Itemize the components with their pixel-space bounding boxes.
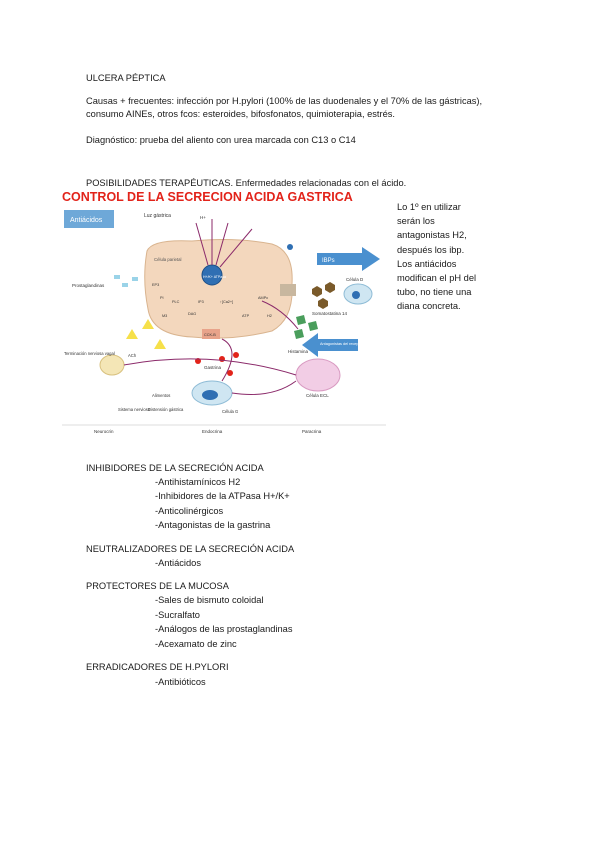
page-title: ULCERA PÉPTICA [86, 73, 166, 83]
ecl-cell-label: Célula ECL [306, 393, 329, 398]
diagnosis-text: Diagnóstico: prueba del aliento con urea… [86, 135, 356, 145]
antacids-label: Antiácidos [70, 217, 103, 224]
section-heading: ERRADICADORES DE H.PYLORI [86, 662, 229, 672]
svg-text:ATP: ATP [242, 314, 250, 318]
neurocrine-label: Neurocrin [94, 429, 114, 434]
cck-b-receptor [202, 329, 220, 339]
list-item: -Antiácidos [155, 558, 201, 568]
causes-line-1: Causas + frecuentes: infección por H.pyl… [86, 96, 483, 106]
somatostatin-marks [312, 282, 335, 309]
gastric-acid-control-diagram: CONTROL DE LA SECRECION ACIDA GASTRICA A… [62, 190, 386, 434]
signal-arrows [123, 300, 299, 395]
list-item: -Análogos de las prostaglandinas [155, 624, 293, 634]
ach-marks [126, 319, 166, 349]
list-item: -Anticolinérgicos [155, 506, 224, 516]
receptor-block [280, 284, 296, 296]
list-item: -Acexamato de zinc [155, 639, 237, 649]
prostaglandin-marks [114, 275, 138, 287]
list-item: -Antibióticos [155, 677, 206, 687]
gastrin-label: Gastrina [204, 365, 222, 370]
side-note-line: antagonistas H2, [397, 230, 467, 241]
side-note-line: modifican el pH del [397, 273, 477, 284]
ibps-dot [287, 244, 293, 250]
h2-antagonists-arrow [302, 333, 358, 357]
svg-text:EP3: EP3 [152, 283, 159, 287]
g-cell-label: Célula G [222, 409, 238, 414]
sistema-nervioso-label: Sistema nervioso [118, 407, 151, 412]
ibps-arrow [317, 247, 380, 271]
g-cell-nucleus [202, 390, 218, 400]
side-note-line: Los antiácidos [397, 258, 457, 269]
cell-d-label: Célula D [346, 277, 364, 282]
svg-text:M3: M3 [162, 314, 167, 318]
diagram-title: CONTROL DE LA SECRECION ACIDA GASTRICA [62, 190, 353, 204]
section-heading: INHIBIDORES DE LA SECRECIÓN ACIDA [86, 463, 264, 473]
svg-text:DAG: DAG [188, 312, 196, 316]
luz-gastrica-label: Luz gástrica [144, 213, 171, 219]
parietal-cell-label: Célula parietal [154, 257, 182, 262]
h2-antagonists-label: Antagonistas del receptor H2 [320, 342, 369, 346]
endocrine-label: Endocrina [202, 429, 223, 434]
list-item: -Sales de bismuto coloidal [155, 595, 264, 605]
list-item: -Sucralfato [155, 610, 200, 620]
vagal-terminal [99, 354, 125, 376]
paracrine-label: Paracrina [302, 429, 322, 434]
side-note-line: tubo, no tiene una [397, 287, 472, 298]
section-heading: PROTECTORES DE LA MUCOSA [86, 581, 229, 591]
svg-text:IP3: IP3 [198, 300, 204, 304]
list-item: -Antagonistas de la gastrina [155, 520, 271, 530]
side-note: Lo 1º en utilizar serán los antagonistas… [397, 200, 519, 314]
ach-label: ACh [128, 353, 137, 358]
side-note-line: después los ibp. [397, 244, 465, 255]
distension-label: Distensión gástrica [148, 407, 184, 412]
therapeutic-possibilities-heading: POSIBILIDADES TERAPÉUTICAS. Enfermedades… [86, 178, 407, 188]
h-ion-arrows [195, 219, 253, 268]
cck-b-label: CCK-B [204, 333, 216, 337]
side-note-line: Lo 1º en utilizar [397, 202, 461, 212]
vagal-terminal-label: Terminación nerviosa vagal [64, 351, 115, 356]
somatostatin-label: Somatostatina 14 [312, 311, 348, 316]
svg-text:AMPc: AMPc [258, 296, 268, 300]
side-note-line: serán los [397, 216, 435, 227]
cell-d-nucleus [352, 291, 360, 299]
histamine-label: Histamina [288, 349, 309, 354]
side-note-line: diana concreta. [397, 301, 461, 312]
section-heading: NEUTRALIZADORES DE LA SECRECIÓN ACIDA [86, 544, 295, 554]
ecl-cell [295, 358, 341, 392]
causes-line-2: consumo AINEs, otros fcos: esteroides, b… [86, 109, 396, 119]
prostaglandins-label: Prostaglandinas [72, 283, 105, 288]
antacids-box [64, 210, 114, 228]
svg-text:H2: H2 [267, 314, 272, 318]
ibps-label: IBPs [322, 258, 335, 264]
cell-signal-labels: EP3 PI PLC IP3 ↑[Ca2+] DAG AMPc ATP H2 M… [152, 283, 272, 318]
svg-text:↑[Ca2+]: ↑[Ca2+] [220, 300, 233, 304]
pump-label: H+/K+ ATPasa [203, 275, 226, 279]
list-item: -Inhibidores de la ATPasa H+/K+ [155, 491, 290, 501]
list-item: -Antihistamínicos H2 [155, 477, 241, 487]
svg-text:PI: PI [160, 296, 164, 300]
parietal-cell [144, 239, 293, 339]
h-ion-label: H+ [200, 215, 206, 220]
svg-text:PLC: PLC [172, 300, 180, 304]
histamine-marks [294, 315, 318, 339]
alimentos-label: Alimentos [152, 393, 170, 398]
